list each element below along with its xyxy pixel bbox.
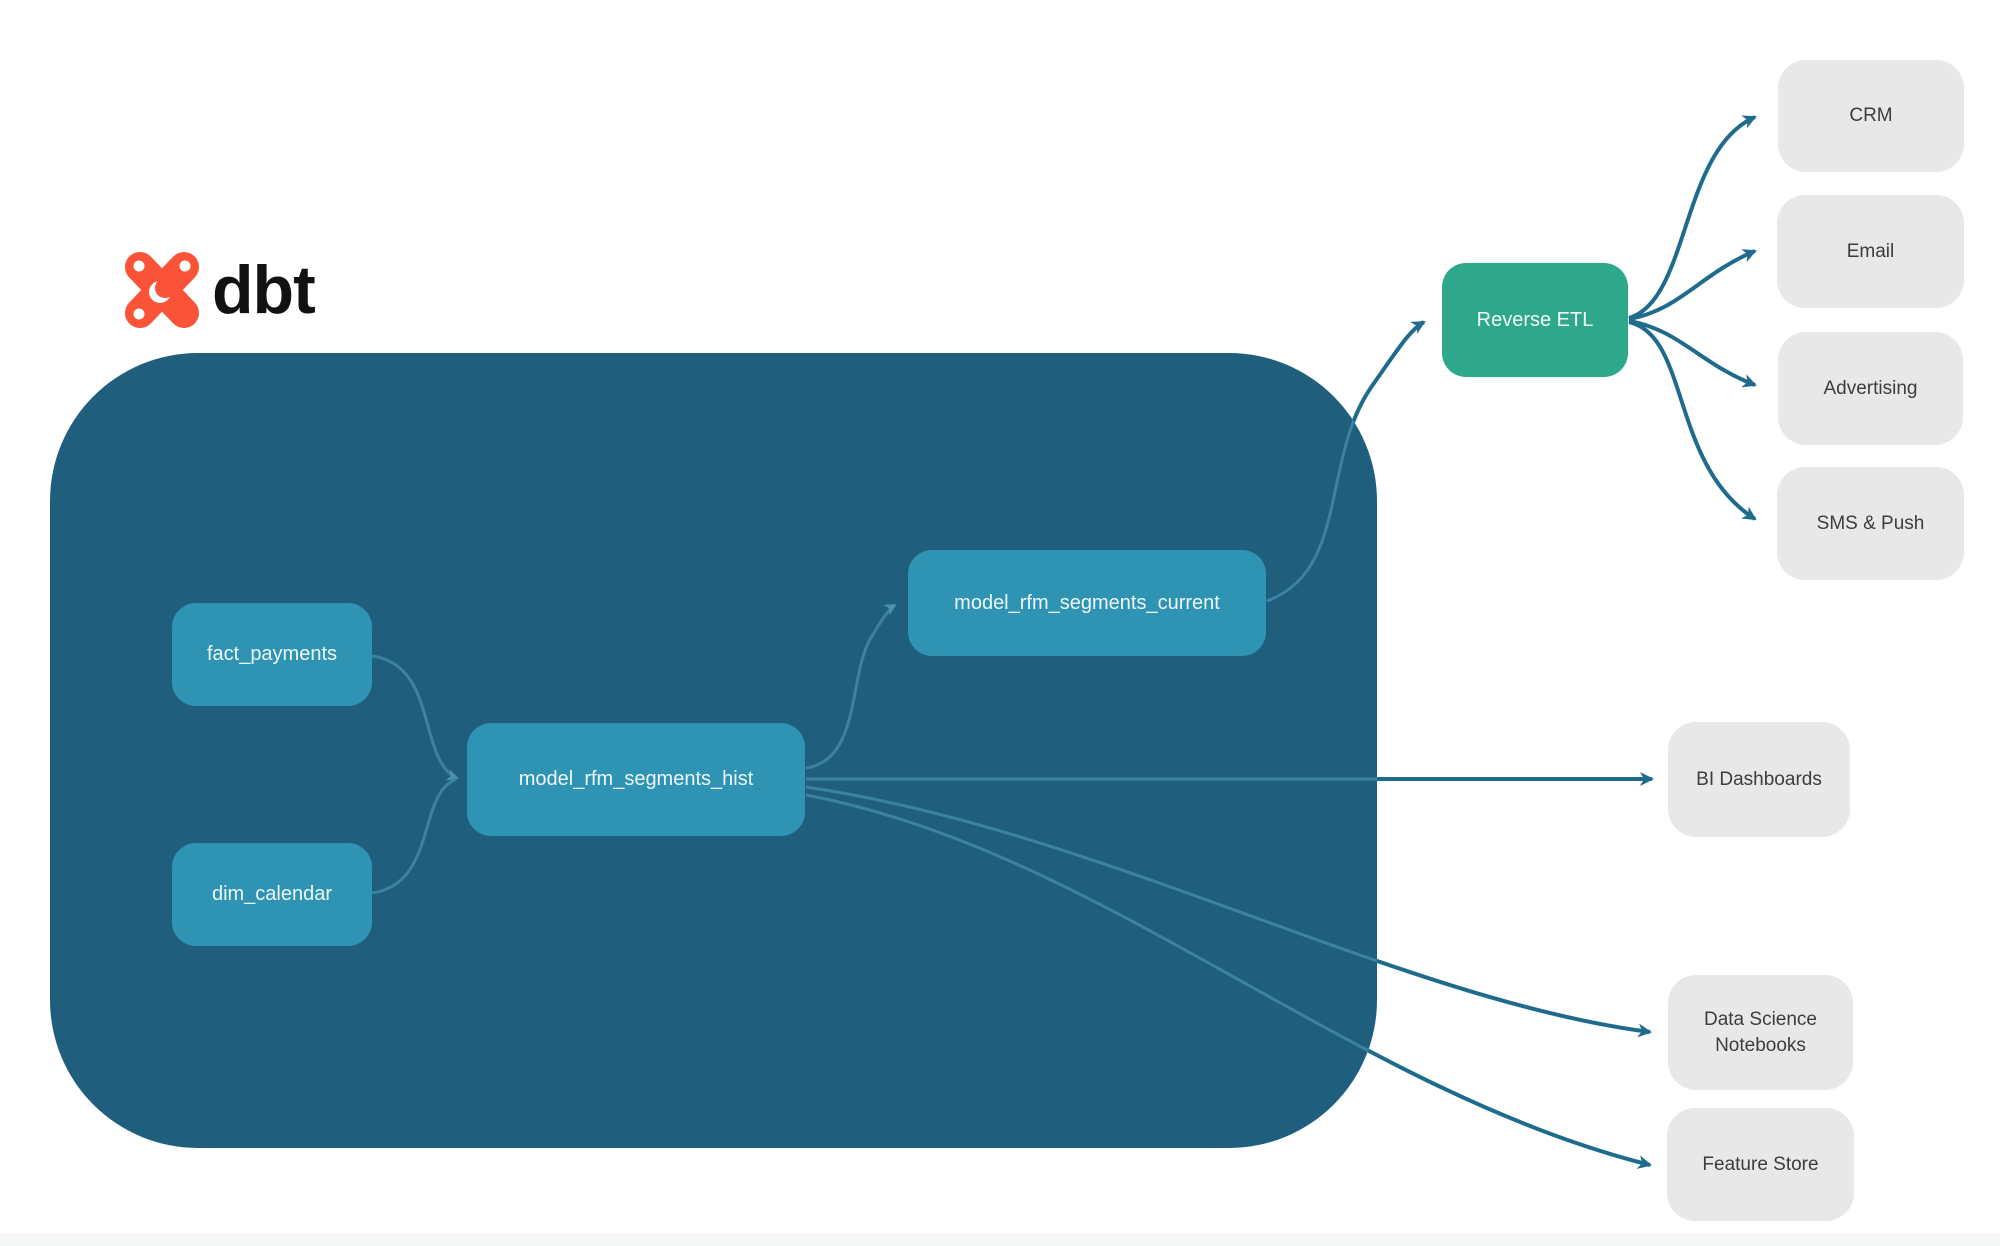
node-advertising: Advertising	[1778, 332, 1963, 445]
node-fact-payments-label: fact_payments	[206, 643, 338, 665]
dbt-logo-icon	[124, 250, 200, 330]
node-data-science-notebooks-label: Data Science Notebooks	[1703, 1008, 1817, 1056]
node-reverse-etl: Reverse ETL	[1442, 263, 1628, 377]
node-email: Email	[1777, 195, 1964, 308]
edge-reverse-etl-to-email	[1628, 249, 1757, 321]
node-dim-calendar: dim_calendar	[172, 843, 372, 946]
node-crm-label: CRM	[1849, 105, 1893, 127]
node-fact-payments: fact_payments	[172, 603, 372, 706]
node-model-rfm-segments-hist: model_rfm_segments_hist	[467, 723, 805, 836]
edge-reverse-etl-to-crm	[1628, 115, 1757, 320]
node-data-science-notebooks: Data Science Notebooks	[1668, 975, 1853, 1090]
node-dim-calendar-label: dim_calendar	[211, 883, 333, 905]
node-crm: CRM	[1778, 60, 1964, 172]
dbt-wordmark: dbt	[212, 252, 316, 328]
node-sms-push: SMS & Push	[1777, 467, 1964, 580]
node-reverse-etl-label: Reverse ETL	[1476, 308, 1594, 331]
page-bottom-strip	[0, 1233, 2000, 1246]
node-feature-store-label: Feature Store	[1702, 1153, 1819, 1175]
node-email-label: Email	[1846, 240, 1895, 262]
node-bi-dashboards: BI Dashboards	[1668, 722, 1850, 837]
node-advertising-label: Advertising	[1823, 377, 1918, 399]
node-bi-dashboards-label: BI Dashboards	[1696, 768, 1822, 790]
edge-reverse-etl-to-sms-push	[1628, 320, 1757, 521]
node-feature-store: Feature Store	[1667, 1108, 1854, 1221]
node-model-rfm-segments-hist-label: model_rfm_segments_hist	[518, 768, 754, 790]
edge-reverse-etl-to-advertising	[1628, 319, 1757, 388]
node-model-rfm-segments-current-label: model_rfm_segments_current	[954, 591, 1220, 614]
node-model-rfm-segments-current: model_rfm_segments_current	[908, 550, 1266, 656]
node-sms-push-label: SMS & Push	[1816, 512, 1925, 534]
dbt-logo: dbt	[124, 250, 316, 330]
